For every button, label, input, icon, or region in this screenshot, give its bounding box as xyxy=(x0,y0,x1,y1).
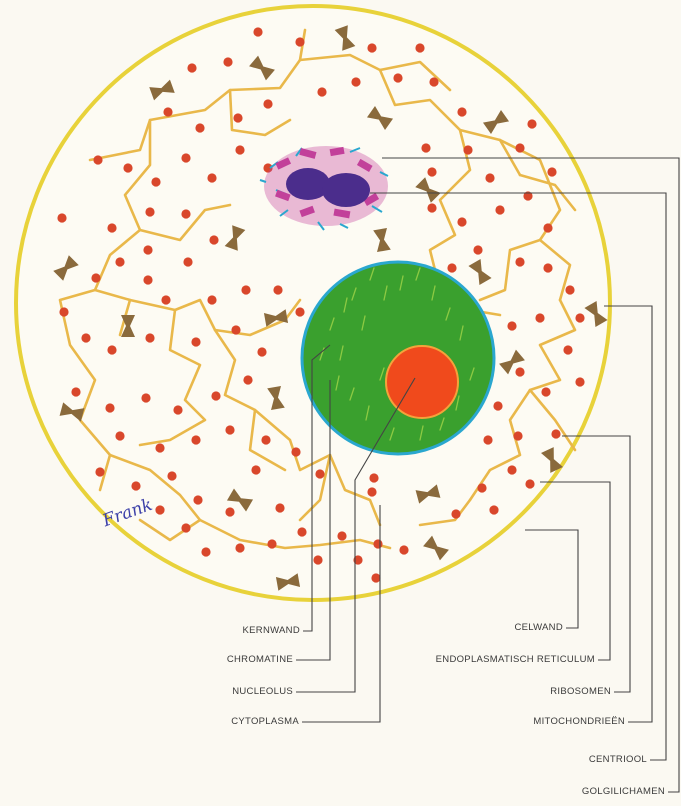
label-kernwand: KERNWAND xyxy=(190,625,300,637)
label-chromatine: CHROMATINE xyxy=(180,654,293,666)
label-golgi: GOLGILICHAMEN xyxy=(500,786,665,798)
nucleolus xyxy=(386,346,458,418)
label-er: ENDOPLASMATISCH RETICULUM xyxy=(380,654,595,666)
leader-celwand xyxy=(525,530,578,628)
label-centriool: CENTRIOOL xyxy=(520,754,647,766)
leader-mitochondrien xyxy=(604,306,652,722)
label-celwand: CELWAND xyxy=(440,622,563,634)
label-ribosomen: RIBOSOMEN xyxy=(470,686,611,698)
label-mitochondrien: MITOCHONDRIEËN xyxy=(470,716,625,728)
label-cytoplasma: CYTOPLASMA xyxy=(180,716,299,728)
label-nucleolus: NUCLEOLUS xyxy=(180,686,293,698)
